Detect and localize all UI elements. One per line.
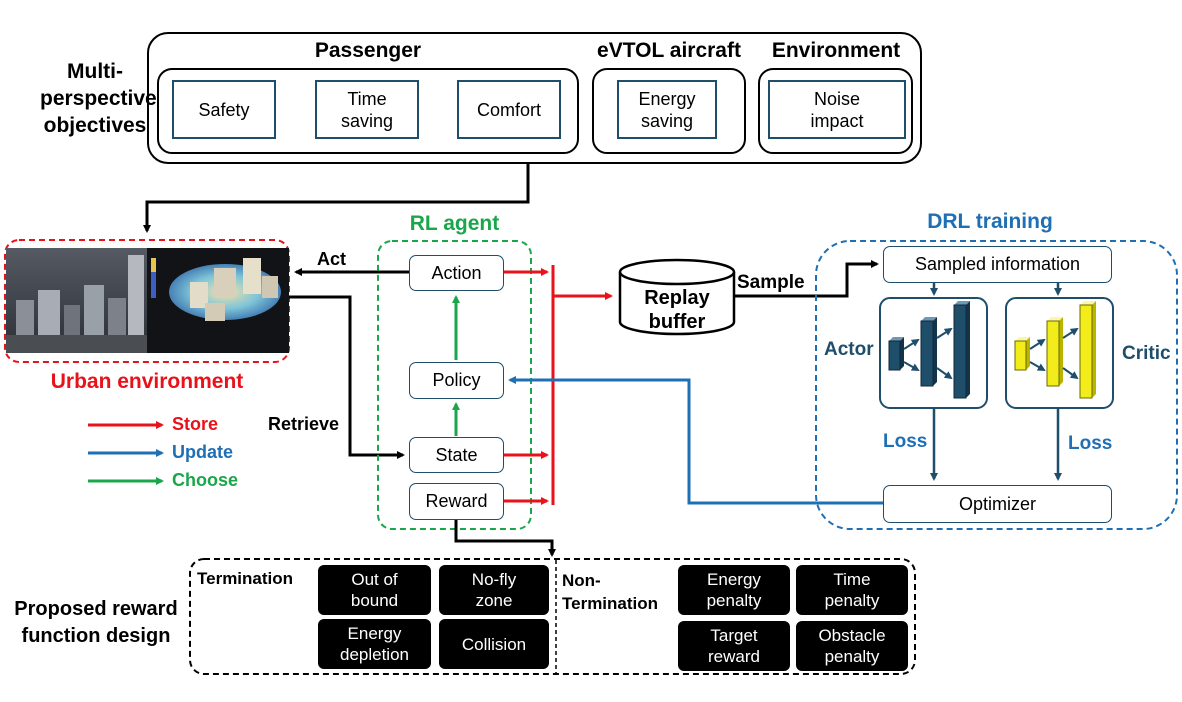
actor-network-icon	[888, 301, 970, 399]
actor-label: Actor	[824, 339, 874, 360]
sample-arrow	[734, 260, 879, 298]
policy-box: Policy	[409, 362, 504, 399]
critic-network-icon	[1014, 301, 1096, 399]
safety-objective: Safety	[172, 80, 276, 139]
environment-title: Environment	[771, 39, 901, 62]
objectives-to-urban-arrow	[143, 163, 530, 233]
update-arrow	[508, 376, 883, 505]
legend-update-label: Update	[172, 442, 234, 462]
critic-label: Critic	[1122, 343, 1171, 364]
reward-design-title: Proposed reward function design	[14, 598, 178, 647]
replay-buffer-label: Replay buffer	[644, 287, 710, 333]
objectives-frame	[147, 32, 922, 164]
action-box: Action	[409, 255, 504, 291]
retrieve-label: Retrieve	[268, 414, 340, 434]
legend-choose-label: Choose	[172, 470, 239, 490]
drl-training-title: DRL training	[927, 210, 1053, 233]
passenger-title: Passenger	[314, 39, 422, 62]
actor-loss-label: Loss	[883, 431, 928, 452]
retrieve-arrow	[289, 295, 405, 459]
state-box: State	[409, 437, 504, 473]
non-termination-label: Non- Termination	[562, 571, 659, 613]
environment-frame	[758, 68, 913, 154]
termination-label: Termination	[197, 569, 294, 588]
evtol-title: eVTOL aircraft	[597, 39, 741, 62]
urban-environment-image	[6, 248, 289, 353]
comfort-objective: Comfort	[457, 80, 561, 139]
urban-environment-title: Urban environment	[50, 370, 244, 393]
reward-box: Reward	[409, 483, 504, 520]
replay-buffer-cylinder	[618, 258, 736, 336]
legend-store-label: Store	[172, 414, 219, 434]
act-label: Act	[317, 249, 347, 269]
drl-training-frame	[815, 240, 1178, 530]
collision-item: Collision	[439, 619, 549, 669]
sampled-information-box: Sampled information	[883, 246, 1112, 283]
reward-design-frame	[189, 558, 916, 675]
optimizer-box: Optimizer	[883, 485, 1112, 523]
critic-loss-label: Loss	[1068, 433, 1113, 454]
passenger-frame	[157, 68, 579, 154]
reward-to-design-arrow	[454, 520, 556, 557]
sample-label: Sample	[737, 272, 805, 293]
objectives-title: Multi- perspective objectives	[40, 60, 157, 137]
rl-agent-title: RL agent	[409, 212, 500, 235]
critic-frame	[1005, 297, 1114, 409]
evtol-frame	[592, 68, 746, 154]
